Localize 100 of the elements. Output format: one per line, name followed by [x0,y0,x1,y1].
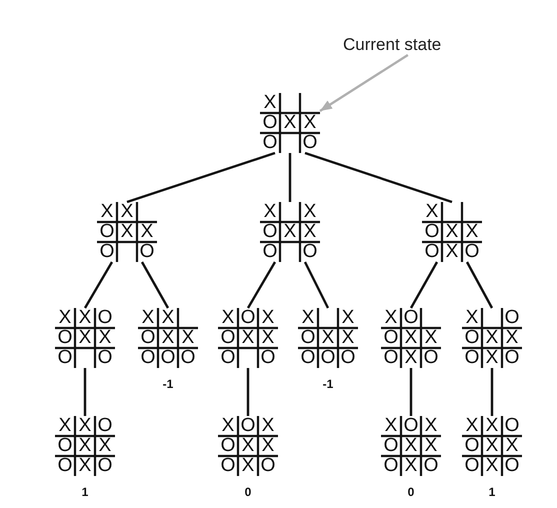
board-mark: O [98,418,112,434]
board-mark: O [58,330,72,346]
branch-line [410,368,412,416]
board-mark: O [262,135,278,151]
board-mark: X [78,330,92,346]
board-mark: X [262,330,274,346]
board-mark: O [464,330,480,346]
board-mark: O [220,458,236,474]
board-mark: X [404,330,418,346]
board-mark: O [58,438,72,454]
board-mark: O [300,330,316,346]
branch-line [304,152,452,204]
board-mark: O [220,330,236,346]
board-mark: X [506,330,518,346]
branch-line [126,152,276,204]
branch-line [466,261,494,309]
tic-tac-toe-board [97,202,157,262]
score-label: 1 [82,485,88,499]
board-mark: O [424,350,438,366]
board-mark: O [404,418,418,434]
board-mark: X [486,330,498,346]
board-mark: X [486,418,498,434]
board-mark: X [304,115,316,131]
tic-tac-toe-board [218,416,278,476]
board-mark: X [426,204,438,220]
branch-line [84,261,114,309]
tic-tac-toe-board [260,202,320,262]
score-label: 0 [244,485,252,499]
board-mark: O [140,244,154,260]
board-mark: X [182,330,194,346]
board-mark: X [284,224,296,240]
branch-line [140,261,170,309]
board-mark: X [242,458,254,474]
board-mark: X [486,458,498,474]
board-mark: O [302,244,318,260]
board-mark: X [322,330,334,346]
board-mark: X [446,244,458,260]
board-mark: X [242,330,254,346]
board-mark: O [504,458,520,474]
board-mark: O [240,310,256,326]
board-mark: X [78,418,92,434]
board-mark: O [340,350,356,366]
board-mark: X [446,224,458,240]
board-mark: X [264,204,276,220]
board-mark: O [260,350,276,366]
board-mark: X [466,224,478,240]
board-mark: O [220,438,236,454]
branch-line [246,368,250,416]
tic-tac-toe-board [55,416,115,476]
board-mark: O [464,350,480,366]
board-mark: X [486,350,498,366]
board-mark: O [424,244,440,260]
board-mark: X [404,438,418,454]
board-mark: O [180,350,196,366]
board-mark: O [300,350,316,366]
board-mark: X [424,330,438,346]
arrow [319,54,408,112]
board-mark: X [424,438,438,454]
board-mark: O [464,458,480,474]
board-mark: X [78,458,92,474]
tic-tac-toe-board [422,202,482,262]
board-mark: O [100,244,114,260]
board-mark: O [98,458,112,474]
tic-tac-toe-board [298,308,358,368]
board-mark: O [240,418,256,434]
branch-line [84,368,86,416]
board-mark: O [98,310,112,326]
board-mark: X [404,458,418,474]
branch-line [246,261,276,309]
board-mark: X [342,310,354,326]
board-mark: X [78,438,92,454]
board-mark: O [302,135,318,151]
board-mark: X [78,310,92,326]
score-label: -1 [162,377,174,391]
board-mark: X [242,438,254,454]
board-mark: X [162,330,174,346]
board-mark: X [100,204,114,220]
board-mark: X [506,438,518,454]
board-mark: O [384,330,398,346]
board-mark: X [404,350,418,366]
branch-line [490,368,494,416]
score-label: -1 [322,377,334,391]
score-label: 1 [488,485,496,499]
board-mark: X [302,310,314,326]
tic-tac-toe-board [218,308,278,368]
board-mark: O [464,438,480,454]
board-mark: O [58,350,72,366]
board-mark: O [320,350,336,366]
board-mark: X [120,224,134,240]
board-mark: X [162,310,174,326]
board-mark: X [264,95,276,111]
tic-tac-toe-board [462,416,522,476]
tic-tac-toe-board [260,93,320,153]
board-mark: O [384,438,398,454]
board-mark: X [98,438,112,454]
tic-tac-toe-board [381,416,441,476]
board-mark: X [262,418,274,434]
board-mark: X [384,310,398,326]
board-mark: X [140,224,154,240]
board-mark: O [384,458,398,474]
